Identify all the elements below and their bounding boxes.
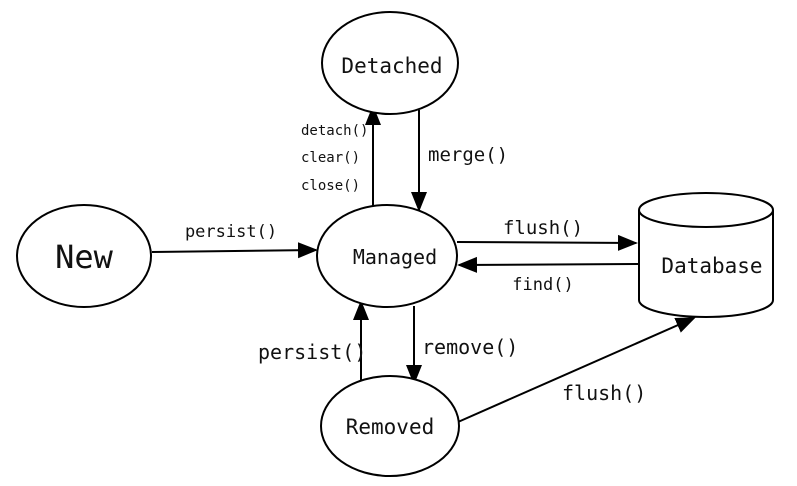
edge-new-to-managed <box>151 242 318 259</box>
edge-removed-to-database <box>457 317 696 423</box>
label-merge: merge() <box>428 144 508 166</box>
label-close: close() <box>301 178 360 194</box>
node-removed-shape <box>320 375 460 477</box>
node-removed: Removed <box>320 375 460 477</box>
label-flush-managed: flush() <box>503 217 583 239</box>
database-cylinder-body <box>638 210 774 318</box>
label-remove: remove() <box>422 335 518 359</box>
label-find: find() <box>512 275 573 295</box>
node-managed-shape <box>316 204 458 308</box>
label-persist-new: persist() <box>185 222 277 242</box>
node-new-shape <box>16 204 152 308</box>
edge-database-to-managed <box>457 256 639 273</box>
edge-managed-to-database <box>456 234 638 251</box>
label-clear: clear() <box>301 150 360 166</box>
node-managed-label: Managed <box>353 245 437 269</box>
node-detached: Detached <box>321 11 459 115</box>
database-cylinder-top <box>638 192 774 228</box>
label-flush-removed: flush() <box>562 381 646 405</box>
node-database: Database <box>638 192 774 318</box>
node-managed: Managed <box>316 204 458 308</box>
node-new-label: New <box>55 238 114 276</box>
node-removed-label: Removed <box>346 415 435 439</box>
node-database-label: Database <box>661 254 762 278</box>
node-new: New <box>16 204 152 308</box>
node-detached-label: Detached <box>341 54 442 78</box>
label-persist-removed: persist() <box>258 340 366 364</box>
node-detached-shape <box>321 11 459 115</box>
label-detach: detach() <box>301 123 368 139</box>
